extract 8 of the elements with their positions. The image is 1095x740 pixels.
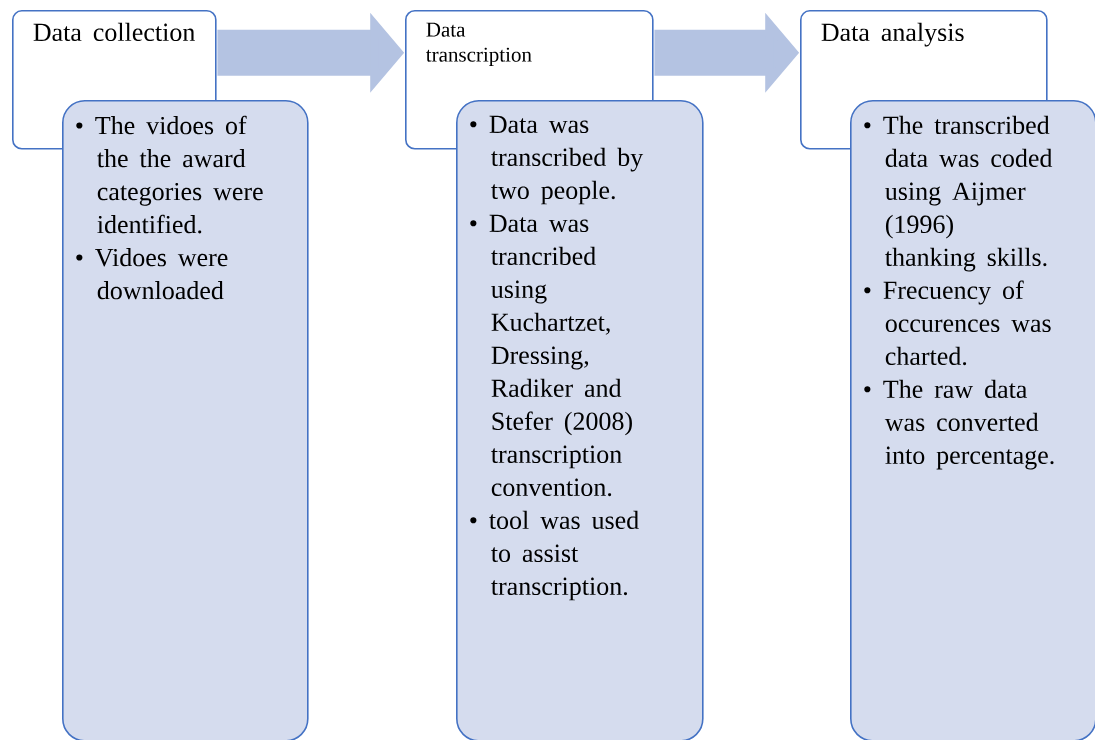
bullet-item: • Frecuency of occurences was charted. [864,280,1051,366]
detail-box [456,100,704,740]
bullet-item: • Vidoes were downloaded [76,248,228,300]
bullet-item: • The raw data was converted into percentage. [864,379,1054,470]
detail-box [62,100,309,740]
bullet-item: • tool was used to assist transcription. [470,510,639,601]
detail-box [850,100,1095,740]
bullet-item: • Data was trancribed using Kuchartzet, Dressing, Radiker and Stefer (2008) transcription convention. [470,214,632,497]
